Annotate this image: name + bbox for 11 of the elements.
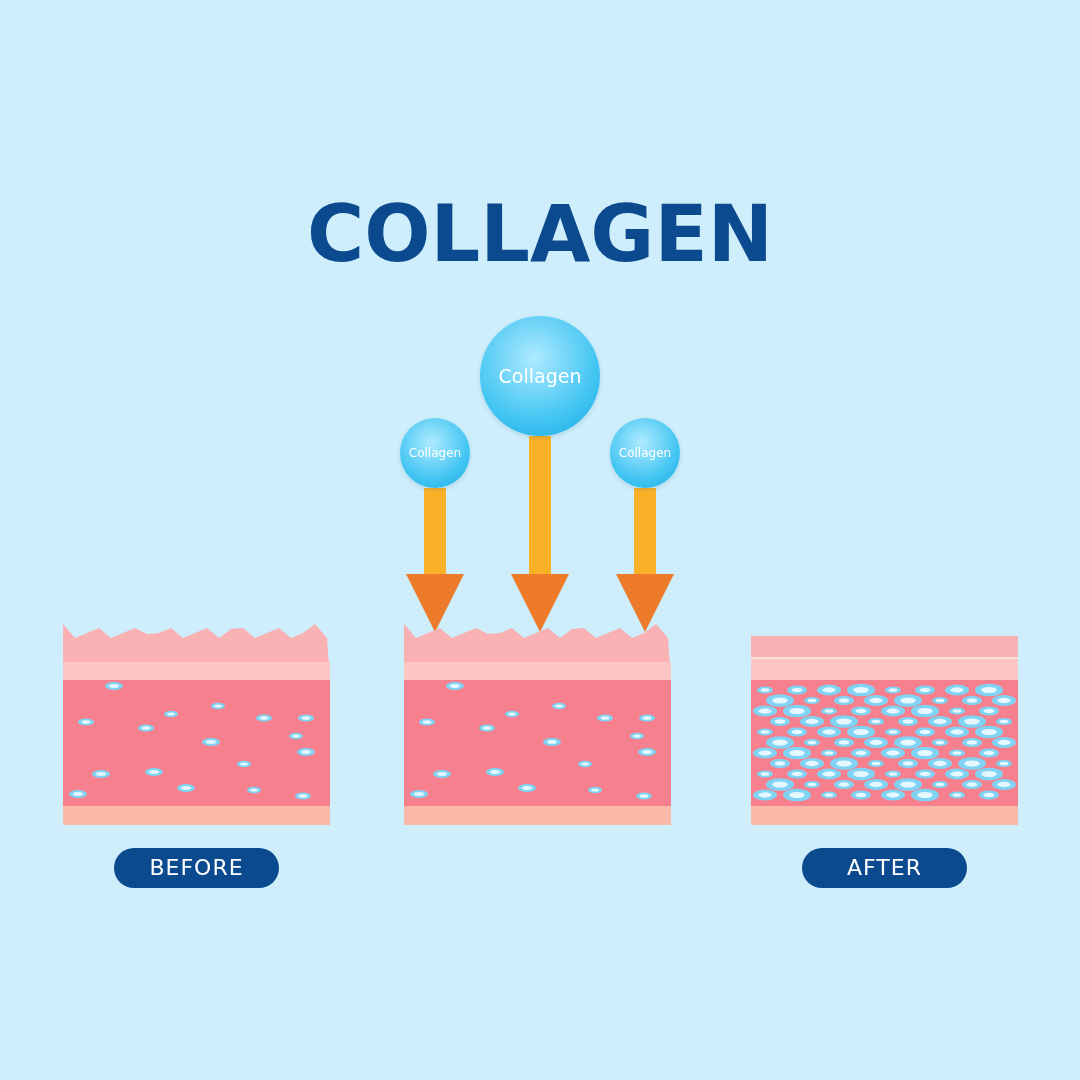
stage-label: AFTER <box>802 848 967 888</box>
bubble-label: Collagen <box>408 446 462 460</box>
bubble-label: Collagen <box>618 446 672 460</box>
arrow <box>616 488 674 632</box>
collagen-bubble <box>400 418 470 488</box>
title: COLLAGEN <box>307 195 773 273</box>
collagen-bubble <box>610 418 680 488</box>
arrow <box>406 488 464 632</box>
arrow <box>511 436 569 632</box>
stage-label: BEFORE <box>114 848 279 888</box>
bubble-label: Collagen <box>498 365 582 387</box>
